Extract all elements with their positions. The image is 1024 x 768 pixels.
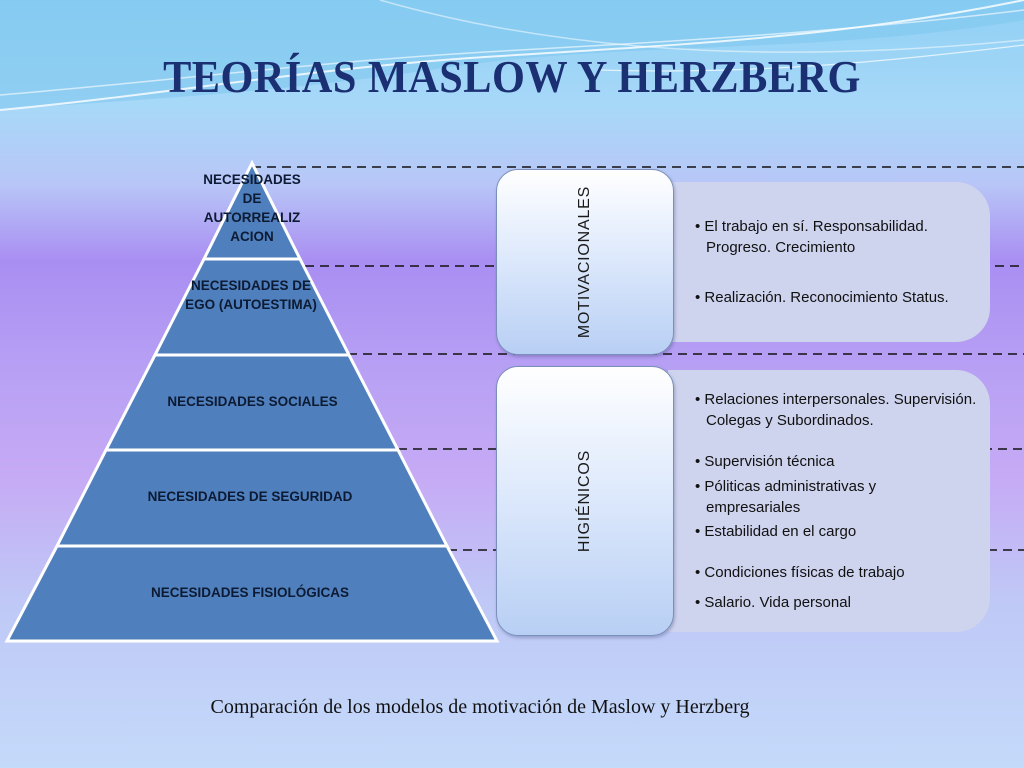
motivacionales-label: MOTIVACIONALES: [576, 185, 593, 339]
higienicos-box: HIGIÉNICOS: [496, 366, 674, 636]
page-title: TEORÍAS MASLOW Y HERZBERG: [163, 51, 861, 102]
background-swoosh: [0, 0, 1024, 111]
level-label-fisiologicas: NECESIDADES FISIOLÓGICAS: [150, 585, 350, 600]
figure-caption: Comparación de los modelos de motivación…: [210, 696, 750, 718]
motivacional-item: • Realización. Reconocimiento Status.: [695, 289, 949, 306]
higienicos-label: HIGIÉNICOS: [576, 449, 593, 553]
motivacional-item: • El trabajo en sí. Responsabilidad. Pro…: [695, 218, 928, 256]
higienico-item: • Condiciones físicas de trabajo: [695, 564, 905, 581]
level-label-sociales: NECESIDADES SOCIALES: [167, 394, 338, 409]
level-label-ego: NECESIDADES DE EGO (AUTOESTIMA): [185, 278, 317, 312]
higienico-item: • Relaciones interpersonales. Supervisió…: [695, 391, 977, 429]
motivacionales-panel: [668, 182, 990, 342]
higienico-item: • Póliticas administrativas y empresaria…: [695, 478, 877, 516]
higienico-item: • Estabilidad en el cargo: [695, 523, 857, 540]
pyramid-level-fisiologicas: [4, 544, 500, 643]
level-label-autorrealizacion: NECESIDADES DE AUTORREALIZ ACION: [203, 172, 301, 244]
higienico-item: • Salario. Vida personal: [695, 594, 851, 611]
level-label-seguridad: NECESIDADES DE SEGURIDAD: [147, 489, 353, 504]
motivacionales-box: MOTIVACIONALES: [496, 169, 674, 355]
higienicos-panel: [668, 370, 990, 632]
higienico-item: • Supervisión técnica: [695, 453, 835, 470]
